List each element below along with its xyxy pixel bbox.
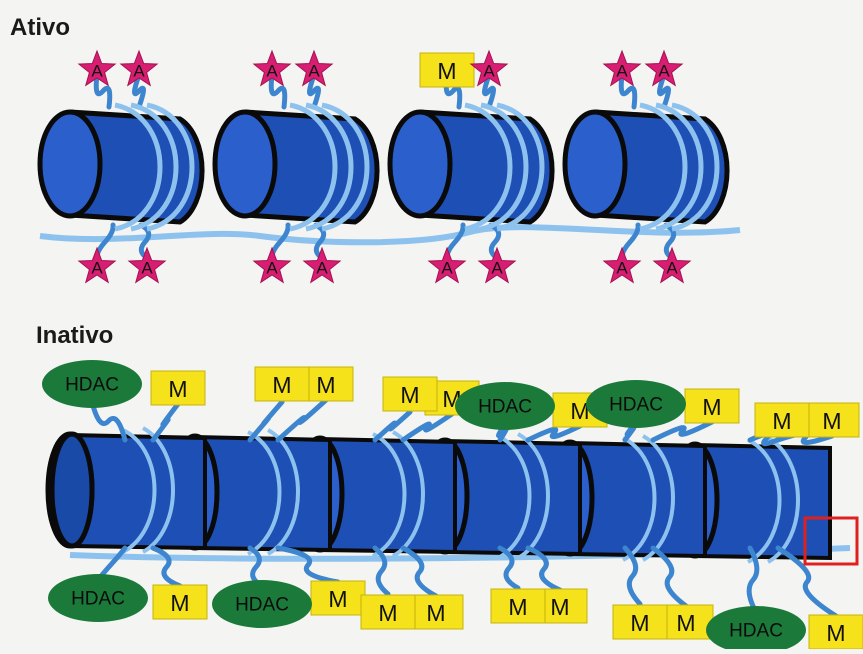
acetyl-mark: A xyxy=(79,51,115,85)
acetyl-label: A xyxy=(266,259,278,278)
methyl-label: M xyxy=(168,376,187,402)
hdac-label: HDAC xyxy=(235,595,289,616)
hdac-enzyme: HDAC xyxy=(586,380,686,428)
hdac-label: HDAC xyxy=(65,375,119,396)
methyl-label: M xyxy=(272,372,291,398)
acetyl-mark: A xyxy=(304,248,340,282)
acetyl-mark: A xyxy=(654,248,690,282)
acetyl-label: A xyxy=(666,259,678,278)
histone-octamer-face xyxy=(40,112,100,216)
hdac-label: HDAC xyxy=(478,397,532,418)
methyl-label: M xyxy=(508,594,527,620)
methyl-label: M xyxy=(630,610,649,636)
methyl-label: M xyxy=(826,620,845,646)
acetyl-label: A xyxy=(491,259,503,278)
acetyl-mark: A xyxy=(479,248,515,282)
acetyl-label: A xyxy=(616,62,628,81)
methyl-label: M xyxy=(702,394,721,420)
acetyl-label: A xyxy=(133,62,145,81)
methyl-label: M xyxy=(170,590,189,616)
nucleosome: A A A A xyxy=(565,51,727,282)
methyl-label: M xyxy=(550,594,569,620)
hdac-enzyme: HDAC xyxy=(212,580,312,628)
methyl-mark: M xyxy=(805,403,859,437)
acetyl-mark: A xyxy=(296,51,332,85)
acetyl-label: A xyxy=(266,62,278,81)
acetyl-mark: A xyxy=(646,51,682,85)
methyl-mark: M xyxy=(755,403,809,437)
methyl-label: M xyxy=(676,610,695,636)
histone-tail xyxy=(403,548,436,596)
histone-octamer-face xyxy=(565,112,625,216)
acetyl-label: A xyxy=(616,259,628,278)
hdac-label: HDAC xyxy=(71,589,125,610)
hdac-enzyme: HDAC xyxy=(706,606,806,649)
acetyl-mark: A xyxy=(254,51,290,85)
hdac-label: HDAC xyxy=(729,621,783,642)
acetyl-label: A xyxy=(441,259,453,278)
histone-tail xyxy=(278,548,338,582)
methyl-mark: M xyxy=(809,615,863,649)
acetyl-label: A xyxy=(91,62,103,81)
active-state-label: Ativo xyxy=(10,14,70,42)
histone-tail xyxy=(653,422,712,440)
histone-tail xyxy=(403,414,452,440)
methyl-mark: M xyxy=(311,581,365,615)
methyl-mark: M xyxy=(491,589,545,623)
active-chromatin: A A A A A A A A M A A A A A A A xyxy=(40,51,740,282)
acetyl-mark: A xyxy=(471,51,507,85)
acetyl-label: A xyxy=(483,62,495,81)
acetyl-mark: A xyxy=(129,248,165,282)
acetyl-mark: A xyxy=(604,51,640,85)
methyl-mark: M xyxy=(153,585,207,619)
histone-octamer-face xyxy=(390,112,450,216)
methyl-label: M xyxy=(822,408,841,434)
acetyl-mark: A xyxy=(604,248,640,282)
hdac-enzyme: HDAC xyxy=(455,382,555,430)
methyl-mark: M xyxy=(420,53,474,87)
methyl-label: M xyxy=(400,382,419,408)
methyl-label: M xyxy=(316,372,335,398)
hdac-enzyme: HDAC xyxy=(48,574,148,622)
chromatin-fiber xyxy=(48,428,830,562)
acetyl-mark: A xyxy=(121,51,157,85)
acetyl-label: A xyxy=(658,62,670,81)
fiber-end-face xyxy=(52,434,92,546)
methyl-mark: M xyxy=(255,367,309,401)
nucleosome: M A A A xyxy=(390,51,552,282)
inactive-state-label: Inativo xyxy=(36,322,113,350)
histone-tail xyxy=(153,548,180,586)
histone-tail xyxy=(278,400,326,440)
methyl-mark: M xyxy=(383,377,437,411)
hdac-enzyme: HDAC xyxy=(42,360,142,408)
acetyl-mark: A xyxy=(429,248,465,282)
acetyl-label: A xyxy=(141,259,153,278)
nucleosome: A A A A xyxy=(40,51,202,282)
acetyl-mark: A xyxy=(254,248,290,282)
methyl-mark: M xyxy=(685,389,739,423)
methyl-label: M xyxy=(328,586,347,612)
methyl-mark: M xyxy=(361,595,415,629)
histone-tail xyxy=(528,426,580,440)
methyl-label: M xyxy=(437,58,456,84)
acetyl-mark: A xyxy=(79,248,115,282)
nucleosome: A A A A xyxy=(215,51,377,282)
acetyl-label: A xyxy=(316,259,328,278)
methyl-mark: M xyxy=(409,595,463,629)
histone-tail xyxy=(153,404,178,440)
acetyl-label: A xyxy=(91,259,103,278)
methyl-label: M xyxy=(772,408,791,434)
histone-octamer-face xyxy=(215,112,275,216)
hdac-label: HDAC xyxy=(609,395,663,416)
acetyl-label: A xyxy=(308,62,320,81)
methyl-label: M xyxy=(378,600,397,626)
methyl-label: M xyxy=(426,600,445,626)
methyl-mark: M xyxy=(613,605,667,639)
methyl-mark: M xyxy=(151,371,205,405)
inactive-chromatin: MHDACMHDACMMMHDACMMMMMHDACMMMHDACMMMMMHD… xyxy=(42,360,863,649)
